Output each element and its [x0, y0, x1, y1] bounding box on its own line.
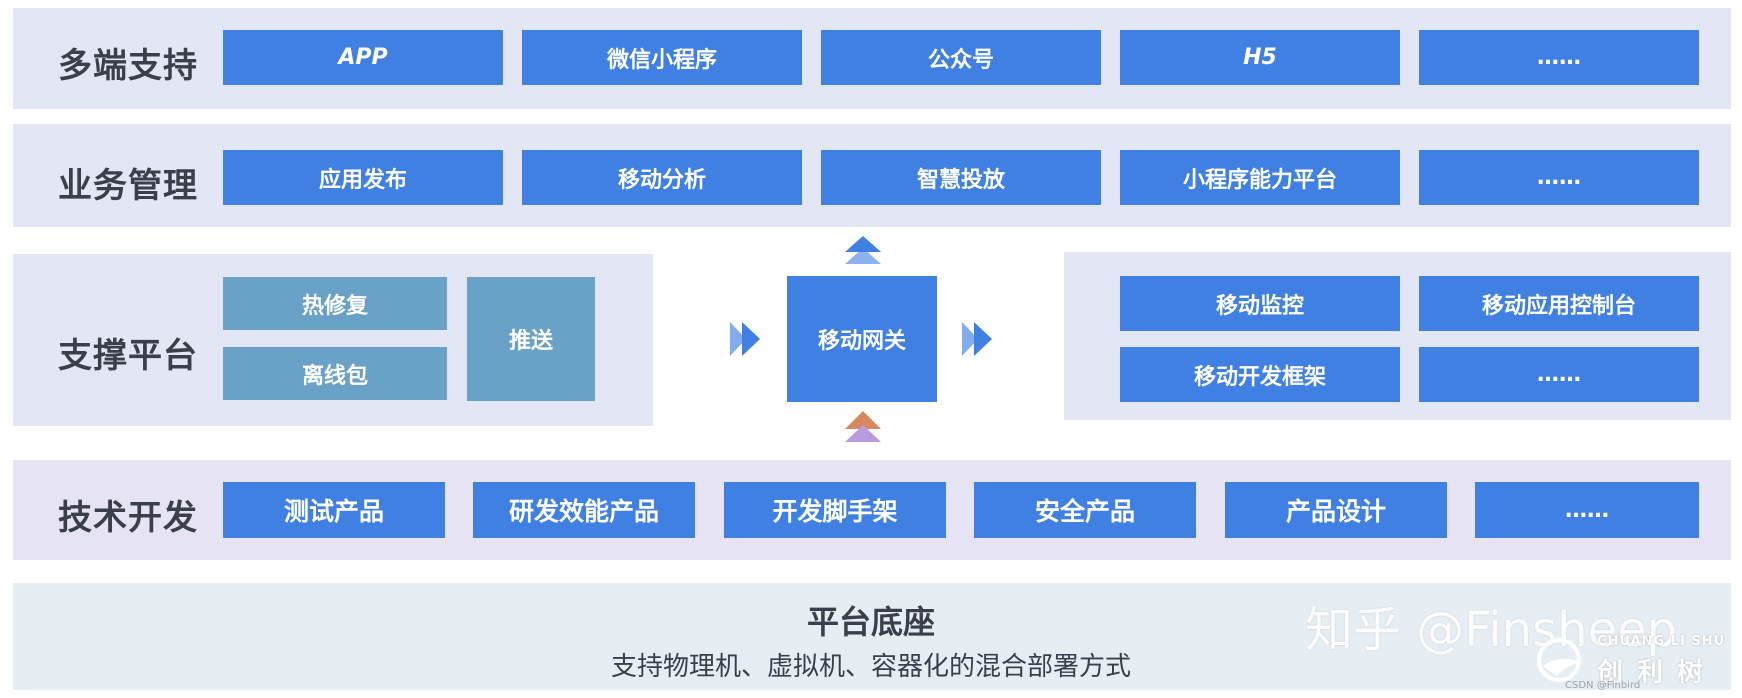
row-label-multi-platform: 多端支持: [58, 46, 198, 86]
box-security-products: 安全产品: [974, 482, 1196, 538]
watermark-zhihu: 知乎 @Finsheep: [1305, 602, 1678, 658]
band-platform-base: [13, 583, 1731, 690]
box-miniprogram-platform: 小程序能力平台: [1120, 150, 1400, 205]
box-mobile-analytics: 移动分析: [522, 150, 802, 205]
csdn-watermark: CSDN @Finbird: [1565, 680, 1641, 691]
box-hotfix: 热修复: [223, 277, 447, 330]
up-arrow-bottom-icon: [845, 411, 881, 442]
row-label-tech-development: 技术开发: [58, 498, 198, 538]
box-push: 推送: [467, 277, 595, 401]
box-smart-delivery: 智慧投放: [821, 150, 1101, 205]
box-test-products: 测试产品: [223, 482, 445, 538]
box-mobile-dev-framework: 移动开发框架: [1120, 347, 1400, 402]
box-dev-scaffold: 开发脚手架: [724, 482, 946, 538]
box-official-account: 公众号: [821, 30, 1101, 85]
logo-english-text: CHUANG LI SHU: [1597, 634, 1726, 649]
row-label-business-management: 业务管理: [58, 166, 198, 206]
box-tech-more: ……: [1475, 482, 1699, 538]
row-label-support-platform: 支撑平台: [58, 336, 198, 376]
box-offline-package: 离线包: [223, 347, 447, 400]
base-subtitle: 支持物理机、虚拟机、容器化的混合部署方式: [610, 652, 1131, 682]
box-wechat-miniprogram: 微信小程序: [522, 30, 802, 85]
right-arrow-left-icon: [730, 322, 760, 356]
box-mobile-console: 移动应用控制台: [1419, 276, 1699, 331]
box-app: APP: [223, 30, 503, 85]
logo-chuanglishu: CHUANG LI SHU 创利树 CSDN @Finbird: [1535, 628, 1735, 694]
box-mobile-gateway: 移动网关: [787, 276, 937, 402]
bird-logo-icon: [1537, 638, 1581, 682]
box-right-more: ……: [1419, 347, 1699, 402]
box-multi-more: ……: [1419, 30, 1699, 85]
box-product-design: 产品设计: [1225, 482, 1447, 538]
base-title: 平台底座: [806, 603, 935, 641]
up-arrow-icon: [845, 236, 881, 264]
box-mobile-monitoring: 移动监控: [1120, 276, 1400, 331]
box-h5: H5: [1120, 30, 1400, 85]
box-app-release: 应用发布: [223, 150, 503, 205]
box-rd-efficiency: 研发效能产品: [473, 482, 695, 538]
box-business-more: ……: [1419, 150, 1699, 205]
logo-chinese-text: 创利树: [1597, 658, 1718, 688]
right-arrow-right-icon: [962, 322, 992, 356]
